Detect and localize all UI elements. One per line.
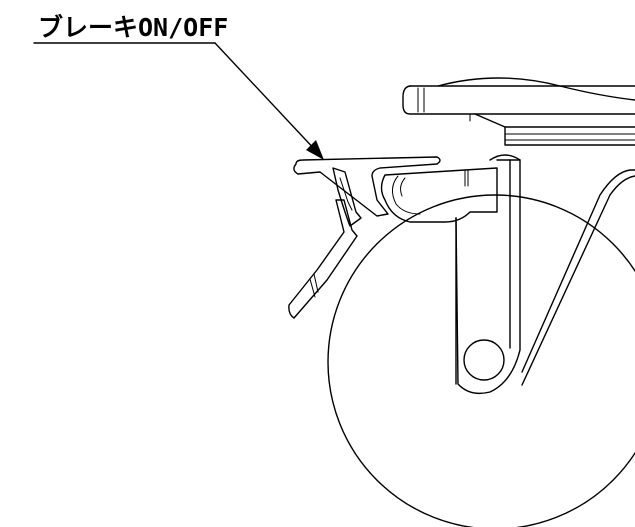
lever-arm-edge: [313, 273, 319, 293]
brake-cam-curve: [392, 175, 421, 215]
lever-triangle: [332, 167, 362, 227]
axle-hole: [463, 339, 505, 381]
fork: [455, 154, 635, 395]
bearing-body: [504, 126, 635, 146]
brake-housing-outline: [380, 167, 498, 223]
brake-housing: [380, 167, 498, 223]
lever-arm-edge-2: [309, 278, 316, 298]
leader-arrowhead: [306, 140, 324, 160]
lever-triangle-inner: [339, 177, 353, 211]
fork-far-leg-right: [521, 175, 635, 386]
lever-arm: [288, 199, 358, 319]
wheel-outline: [327, 194, 635, 527]
brake-callout: ブレーキON/OFF: [33, 13, 324, 160]
fork-far-leg-left: [521, 169, 635, 373]
brake-cam-inner: [400, 177, 406, 197]
top-plate-outline: [402, 85, 635, 115]
leader-line: [214, 42, 319, 154]
top-mount: [402, 77, 635, 146]
fork-leg-outer: [455, 159, 521, 395]
fork-shoulder: [489, 154, 521, 161]
top-dome: [437, 77, 635, 101]
wheel: [327, 194, 635, 527]
brake-lever: [288, 156, 441, 319]
brake-label: ブレーキON/OFF: [38, 13, 228, 42]
bearing-line-1: [474, 113, 635, 128]
lever-top-bar: [293, 156, 441, 217]
